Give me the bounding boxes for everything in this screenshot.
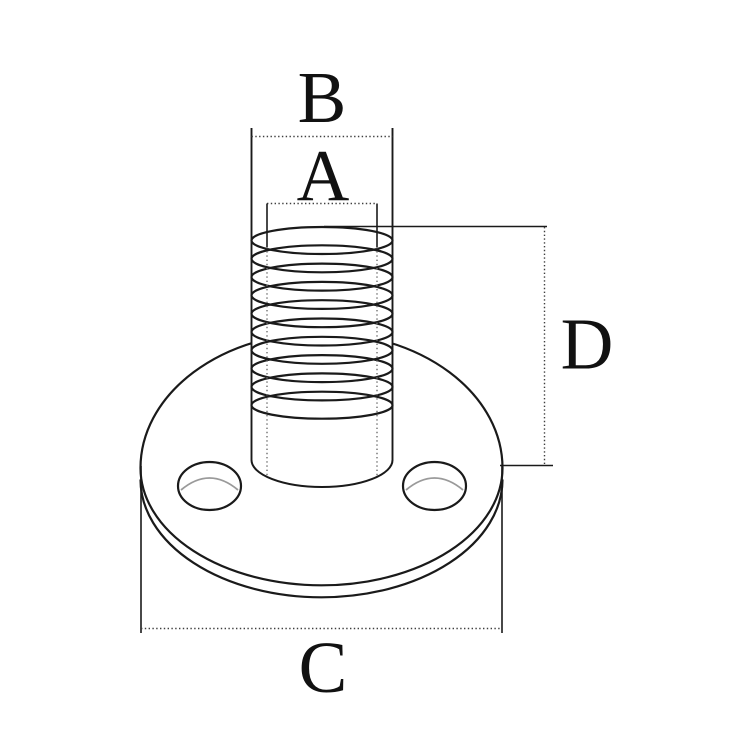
thread-ellipse <box>250 354 394 384</box>
thread-ellipse <box>250 372 394 402</box>
dimension-B: B <box>251 57 393 138</box>
thread-ellipse <box>250 317 394 347</box>
thread-ellipse <box>250 335 394 365</box>
dimension-D-label: D <box>561 304 614 385</box>
bolt-hole-left <box>176 460 243 512</box>
dimension-B-label: B <box>298 57 347 138</box>
dimension-A-label: A <box>297 135 350 216</box>
dimension-D: D <box>324 225 614 467</box>
flange-top-lower-arc <box>139 467 504 587</box>
thread-ellipse <box>250 225 394 256</box>
bolt-hole-left-rim <box>176 460 243 512</box>
thread-ellipse <box>250 390 394 420</box>
flange-bottom-rim-arc <box>139 479 504 599</box>
thread-minor-hidden-lines <box>266 247 378 476</box>
thread-ellipse <box>250 262 394 292</box>
thread-ellipse <box>250 244 394 274</box>
thread-coil <box>250 225 394 420</box>
stud-bottom-arc <box>250 459 394 488</box>
thread-ellipse <box>250 299 394 329</box>
dimension-A: A <box>266 135 378 247</box>
bolt-hole-right-rim <box>401 460 468 512</box>
bolt-hole-left-inner-edge <box>180 477 239 491</box>
dimension-C: C <box>140 466 503 708</box>
bolt-hole-right-inner-edge <box>405 477 464 491</box>
dimension-C-label: C <box>299 627 348 708</box>
stud-body-fill <box>251 227 393 488</box>
thread-ellipse <box>250 280 394 310</box>
bolt-hole-right <box>401 460 468 512</box>
